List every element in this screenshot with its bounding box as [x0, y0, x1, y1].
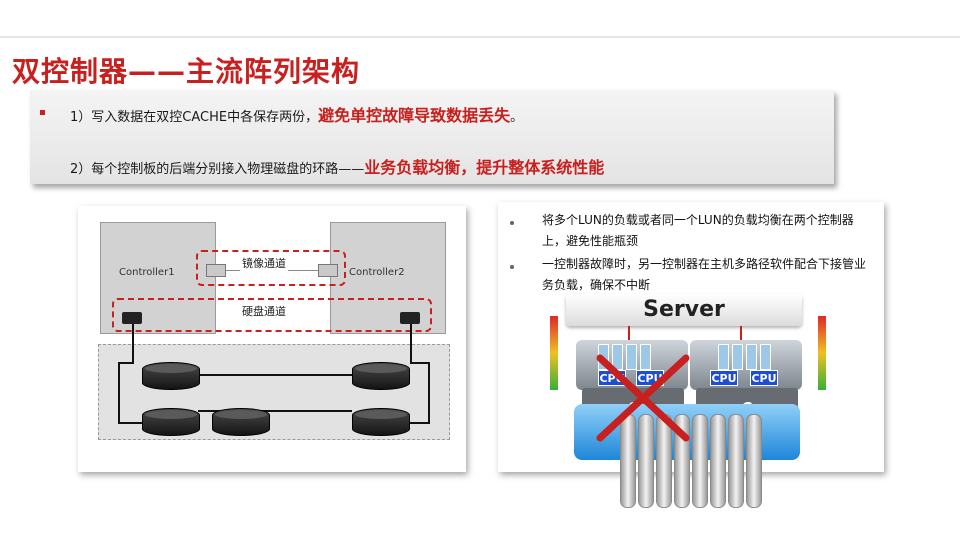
mirror-channel-frame: [196, 250, 346, 286]
cache-slot: [626, 344, 637, 370]
bullet-dot-icon: [510, 221, 514, 225]
info-line-1: 1）写入数据在双控CACHE中各保存两份，避免单控故障导致数据丢失。: [70, 102, 523, 126]
controller-2: Controller2: [330, 222, 446, 334]
load-gauge-left: [550, 316, 558, 390]
disk-channel-frame: [112, 298, 432, 332]
controller-2-label: Controller2: [349, 267, 405, 278]
disk-pill: [710, 414, 726, 508]
cache-slot: [746, 344, 757, 370]
cpu-chip: CPU: [710, 370, 738, 386]
cache-slot: [640, 344, 651, 370]
disk-pill: [746, 414, 762, 508]
disk: [142, 408, 200, 436]
controller-1-label: Controller1: [119, 267, 175, 278]
mirror-port-right: [318, 264, 338, 277]
disk: [142, 362, 200, 390]
disk-pill: [692, 414, 708, 508]
server-box: Server: [566, 294, 802, 326]
loop-wire: [132, 324, 134, 362]
info-box: 1）写入数据在双控CACHE中各保存两份，避免单控故障导致数据丢失。 2）每个控…: [30, 90, 834, 184]
failure-cross-icon: [596, 354, 690, 442]
disk-pill: [728, 414, 744, 508]
cache-slot: [732, 344, 743, 370]
info-line-1-emphasis: 避免单控故障导致数据丢失: [318, 106, 511, 125]
disk-port-left: [122, 312, 142, 324]
controller-card-b: CPU CPU: [690, 340, 802, 390]
cache-slot: [718, 344, 729, 370]
mirror-channel-label: 镜像通道: [240, 255, 288, 271]
loop-wire: [428, 362, 430, 424]
disk-port-right: [400, 312, 420, 324]
info-line-1-text: 1）写入数据在双控CACHE中各保存两份，: [70, 110, 319, 125]
failover-bullet-1: 将多个LUN的负载或者同一个LUN的负载均衡在两个控制器上，避免性能瓶颈: [542, 213, 854, 248]
loop-wire: [410, 362, 430, 364]
failover-bullet-2: 一控制器故障时，另一控制器在主机多路径软件配合下接管业务负载，确保不中断: [542, 257, 867, 292]
cache-slot: [760, 344, 771, 370]
load-gauge-right: [818, 316, 826, 390]
loop-wire: [118, 362, 134, 364]
disk: [352, 362, 410, 390]
loop-wire: [118, 362, 120, 424]
loop-wire: [410, 324, 412, 362]
loop-wire: [198, 374, 352, 376]
disk: [212, 408, 270, 436]
info-line-1-end: 。: [510, 110, 524, 125]
top-rule: [0, 36, 960, 38]
page-title: 双控制器——主流阵列架构: [12, 55, 361, 88]
cpu-chip: CPU: [750, 370, 778, 386]
info-line-2-emphasis: 业务负载均衡，提升整体系统性能: [364, 158, 605, 177]
bullet-square-icon: [40, 110, 45, 115]
info-line-2: 2）每个控制板的后端分别接入物理磁盘的环路——业务负载均衡，提升整体系统性能: [70, 154, 604, 178]
info-line-2-text: 2）每个控制板的后端分别接入物理磁盘的环路——: [70, 162, 365, 177]
architecture-diagram: Controller1 Controller2 镜像通道 硬盘通道: [78, 206, 466, 472]
loop-wire: [198, 410, 352, 412]
disk-channel-label: 硬盘通道: [240, 303, 288, 319]
loop-wire: [408, 422, 430, 424]
disk: [352, 408, 410, 436]
mirror-port-left: [206, 264, 226, 277]
host-link: [628, 326, 630, 342]
host-link: [740, 326, 742, 342]
failover-panel: 将多个LUN的负载或者同一个LUN的负载均衡在两个控制器上，避免性能瓶颈 一控制…: [498, 202, 884, 508]
disk-pill: [638, 414, 654, 508]
loop-wire: [118, 422, 152, 424]
bullet-dot-icon: [510, 265, 514, 269]
